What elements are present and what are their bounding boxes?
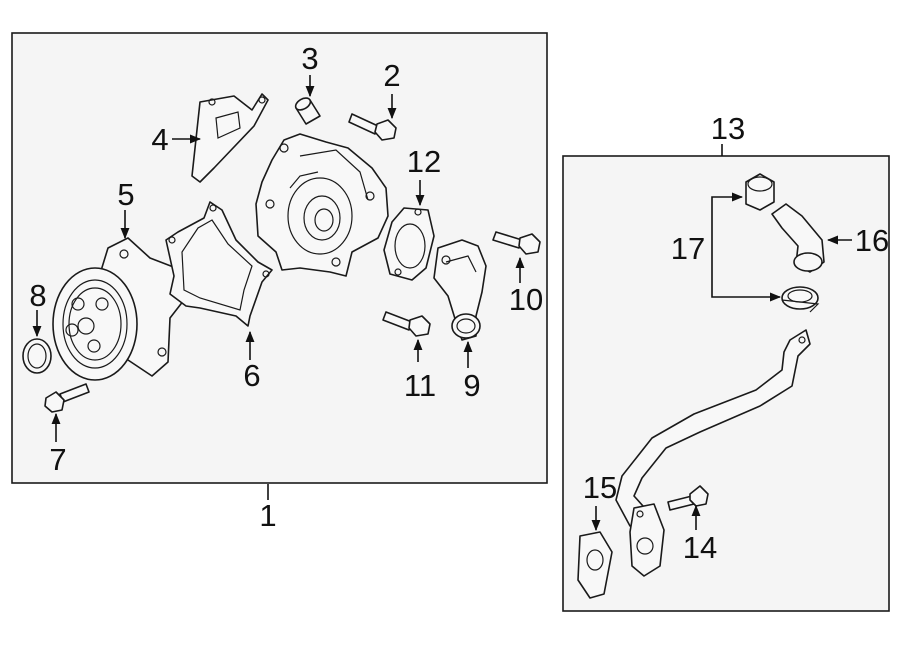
label-11: 11 xyxy=(404,368,436,403)
label-5: 5 xyxy=(117,177,134,212)
label-16: 16 xyxy=(855,223,889,258)
coolant-hose xyxy=(771,203,825,273)
pump-bolt xyxy=(44,383,90,413)
thermostat-gasket xyxy=(383,207,435,281)
label-3: 3 xyxy=(301,41,318,76)
hose-clamp-upper xyxy=(745,173,775,211)
seal-ring xyxy=(22,338,52,374)
label-6: 6 xyxy=(243,358,260,393)
label-15: 15 xyxy=(583,470,617,505)
thermostat-bolt-upper xyxy=(492,231,541,255)
label-7: 7 xyxy=(49,442,66,477)
thermostat-housing xyxy=(433,239,487,341)
label-17: 17 xyxy=(671,231,705,266)
label-4: 4 xyxy=(151,122,168,157)
pipe-bolt xyxy=(667,485,709,511)
water-pump-housing xyxy=(255,133,389,277)
bracket xyxy=(191,93,269,183)
housing-bolt-upper xyxy=(348,113,397,141)
label-12: 12 xyxy=(407,144,441,179)
label-8: 8 xyxy=(29,278,46,313)
water-pump-pulley xyxy=(52,237,185,381)
pump-gasket xyxy=(165,201,273,327)
label-14: 14 xyxy=(683,530,717,565)
coolant-pipe xyxy=(615,329,811,577)
thermostat-bolt-lower xyxy=(382,311,431,337)
label-13: 13 xyxy=(711,111,745,146)
hose-clamp-lower xyxy=(781,286,820,313)
dowel-pin xyxy=(294,97,321,125)
label-10: 10 xyxy=(509,282,543,317)
label-9: 9 xyxy=(463,368,480,403)
leader-lines xyxy=(32,75,852,532)
label-2: 2 xyxy=(383,58,400,93)
pipe-gasket xyxy=(577,531,613,599)
label-1: 1 xyxy=(259,498,276,533)
coolant-pipe-assembly-box xyxy=(562,155,890,612)
callout-labels: 1 2 3 4 5 6 7 8 9 10 11 12 13 14 15 16 1… xyxy=(29,41,889,565)
